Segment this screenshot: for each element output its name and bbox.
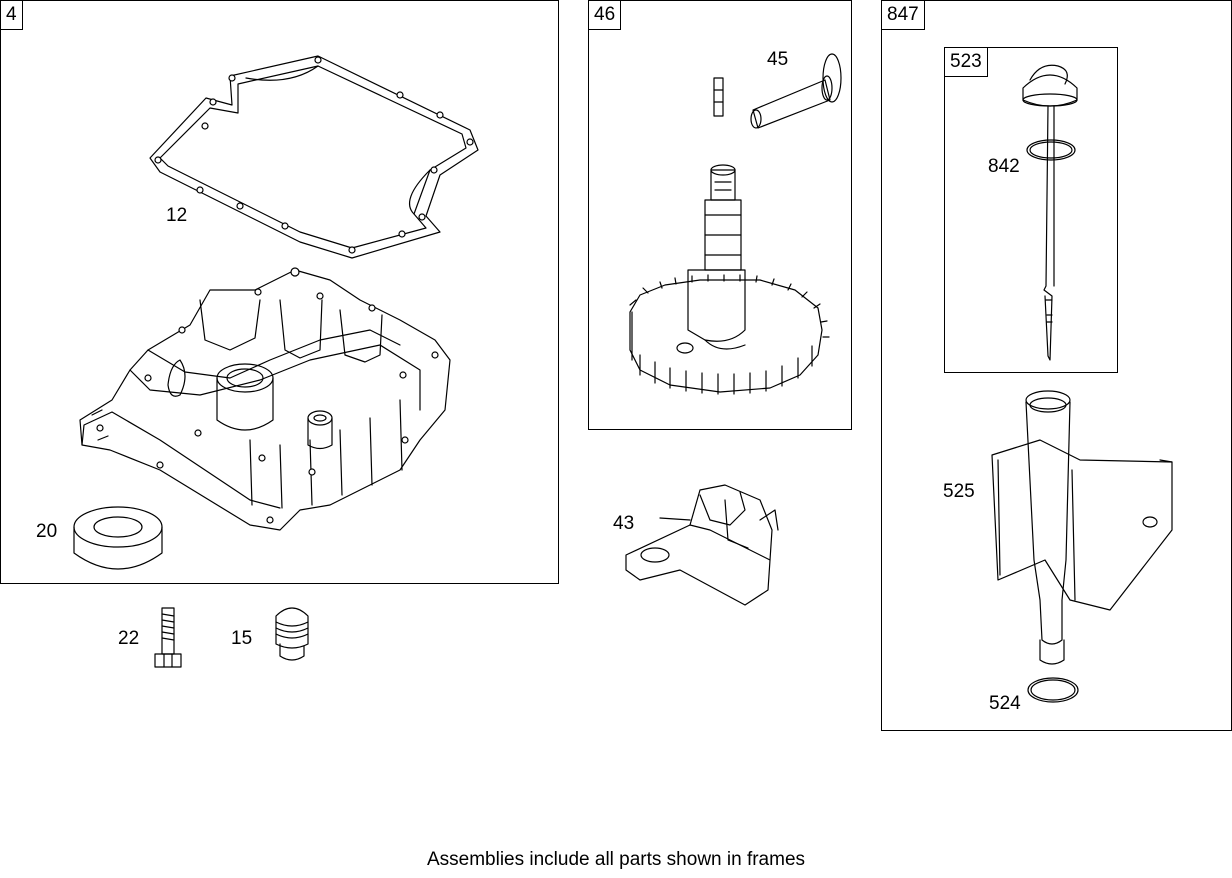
bolt-drawing	[155, 608, 181, 667]
camshaft-drawing	[630, 165, 829, 394]
callout-governor: 43	[613, 513, 635, 534]
crankcase-drawing	[80, 268, 450, 530]
gasket-drawing	[150, 56, 478, 258]
callout-oring-lower: 524	[989, 693, 1021, 714]
dipstick-tube-drawing	[992, 391, 1172, 702]
oil-seal-drawing	[74, 507, 162, 569]
dipstick-drawing	[1023, 65, 1077, 360]
frame-crankcase: 4	[0, 0, 559, 584]
plug-drawing	[276, 608, 308, 660]
sleeve-drawing	[714, 54, 841, 128]
frame-dipstick: 523	[944, 47, 1118, 373]
callout-bolt: 22	[118, 628, 140, 649]
callout-oring-upper: 842	[988, 156, 1020, 177]
frame-label: 46	[589, 1, 622, 30]
callout-gasket: 12	[166, 205, 188, 226]
callout-plug: 15	[231, 628, 253, 649]
frame-label: 4	[1, 1, 23, 30]
governor-drawing	[626, 485, 778, 605]
frame-label: 847	[882, 1, 925, 30]
callout-tube: 525	[943, 481, 975, 502]
callout-sleeve: 45	[767, 49, 789, 70]
frame-label: 523	[945, 48, 988, 77]
callout-crankcase-sump: 20	[36, 521, 58, 542]
footer-note: Assemblies include all parts shown in fr…	[426, 849, 806, 870]
